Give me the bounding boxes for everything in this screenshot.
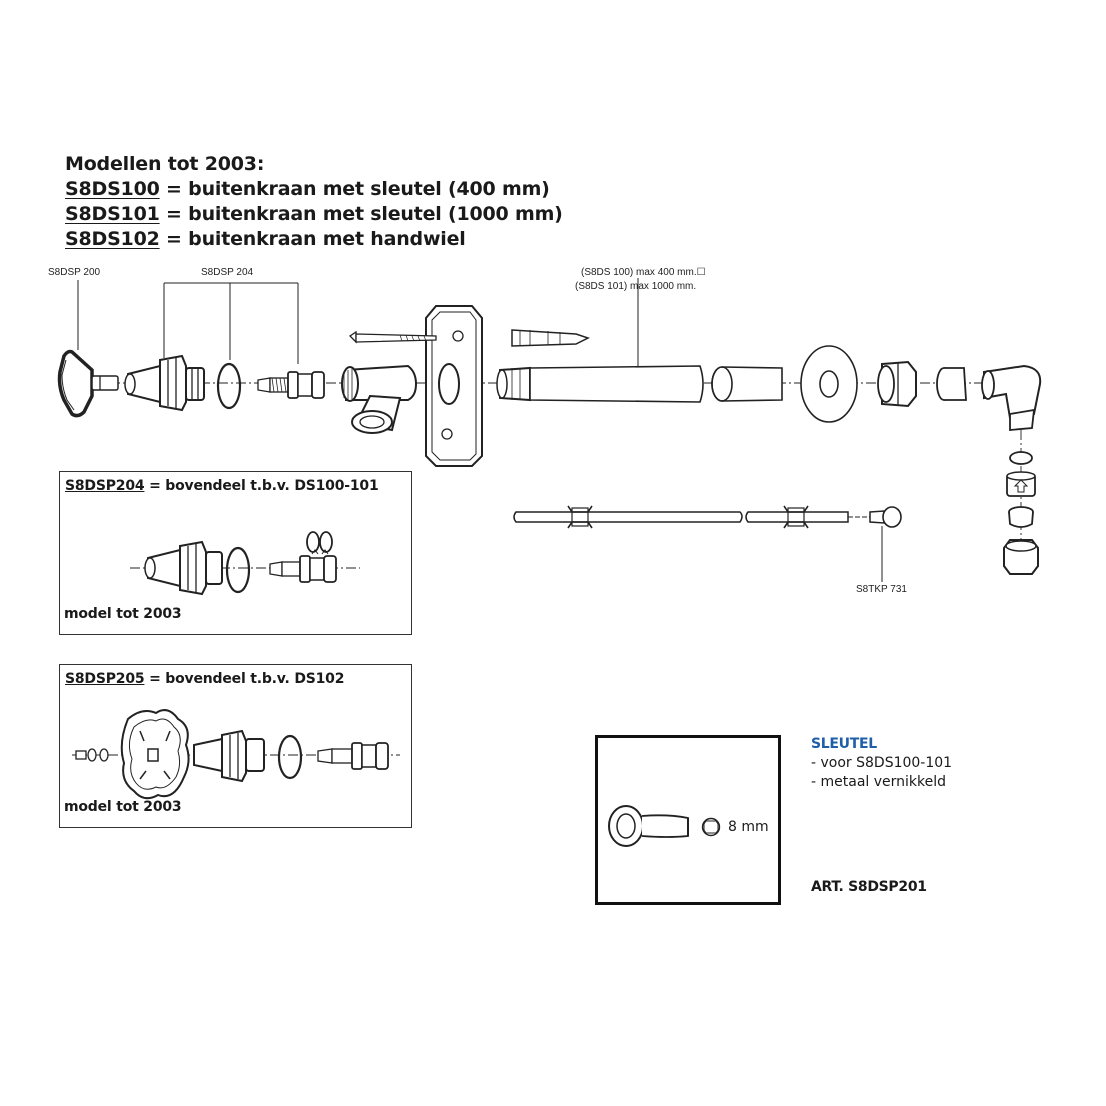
callout-rod-end: S8TKP 731 [856,584,907,595]
coupling-nut-icon [877,360,917,408]
key-detail-box: 8 mm [595,735,781,905]
sleutel-title: SLEUTEL [811,736,877,752]
callout-key: S8DSP 200 [48,267,101,278]
key-part-icon [57,349,119,418]
box-205-drawing [72,709,400,800]
model-code-link[interactable]: S8DS101 [65,203,160,225]
model-desc: = buitenkraan met sleutel (1000 mm) [159,203,563,225]
models-heading: Modellen tot 2003: S8DS100 = buitenkraan… [65,152,563,252]
box-204-desc: = bovendeel t.b.v. DS100-101 [144,478,379,494]
box-205-desc: = bovendeel t.b.v. DS102 [144,671,345,687]
sleutel-info: SLEUTEL - voor S8DS100-101 - metaal vern… [811,735,952,792]
model-code-link[interactable]: S8DS100 [65,178,160,200]
box-205-footer: model tot 2003 [64,799,182,815]
box-204-heading: S8DSP204 = bovendeel t.b.v. DS100-101 [65,478,379,494]
extension-rod-icon [513,505,902,529]
sleutel-line-1: - voor S8DS100-101 [811,755,953,771]
model-line-1: S8DS100 = buitenkraan met sleutel (400 m… [65,177,563,202]
model-line-3: S8DS102 = buitenkraan met handwiel [65,227,563,252]
pipe-icon [496,365,704,403]
box-s8dsp205: S8DSP205 = bovendeel t.b.v. DS102 model … [59,664,412,828]
model-desc: = buitenkraan met handwiel [159,228,466,250]
box-s8dsp204: S8DSP204 = bovendeel t.b.v. DS100-101 mo… [59,471,412,635]
box-204-code-link[interactable]: S8DSP204 [65,478,145,494]
sleutel-article: ART. S8DSP201 [811,879,927,895]
screw-icon [348,330,437,344]
compression-sleeve-icon [936,367,967,401]
box-205-code-link[interactable]: S8DSP205 [65,671,145,687]
callout-pipe-length-2: (S8DS 101) max 1000 mm. [575,281,697,292]
o-ring-icon [216,362,242,410]
heading-intro: Modellen tot 2003: [65,153,265,175]
sleutel-line-2: - metaal vernikkeld [811,774,947,790]
key-detail-drawing [608,805,721,847]
spindle-icon [257,371,325,399]
box-204-drawing [130,531,360,596]
wall-plug-icon [511,329,590,347]
model-line-2: S8DS101 = buitenkraan met sleutel (1000 … [65,202,563,227]
check-valve-icon [1006,471,1036,497]
model-desc: = buitenkraan met sleutel (400 mm) [159,178,550,200]
model-code-link[interactable]: S8DS102 [65,228,160,250]
washer-icon [1009,451,1033,465]
lower-sleeve-icon [1008,506,1034,528]
box-205-heading: S8DSP205 = bovendeel t.b.v. DS102 [65,671,344,687]
wall-plate-icon [425,305,483,467]
key-size-label: 8 mm [728,819,769,835]
elbow-fitting-icon [981,364,1042,431]
box-204-footer: model tot 2003 [64,606,182,622]
pipe-sleeve-icon [711,366,783,402]
callout-pipe-length-1: (S8DS 100) max 400 mm.☐ [581,267,706,278]
lower-nut-icon [1003,539,1039,575]
valve-body-icon [124,354,205,412]
callout-top-part: S8DSP 204 [201,267,254,278]
rosette-icon [800,345,858,423]
wall-body-icon [341,364,418,434]
